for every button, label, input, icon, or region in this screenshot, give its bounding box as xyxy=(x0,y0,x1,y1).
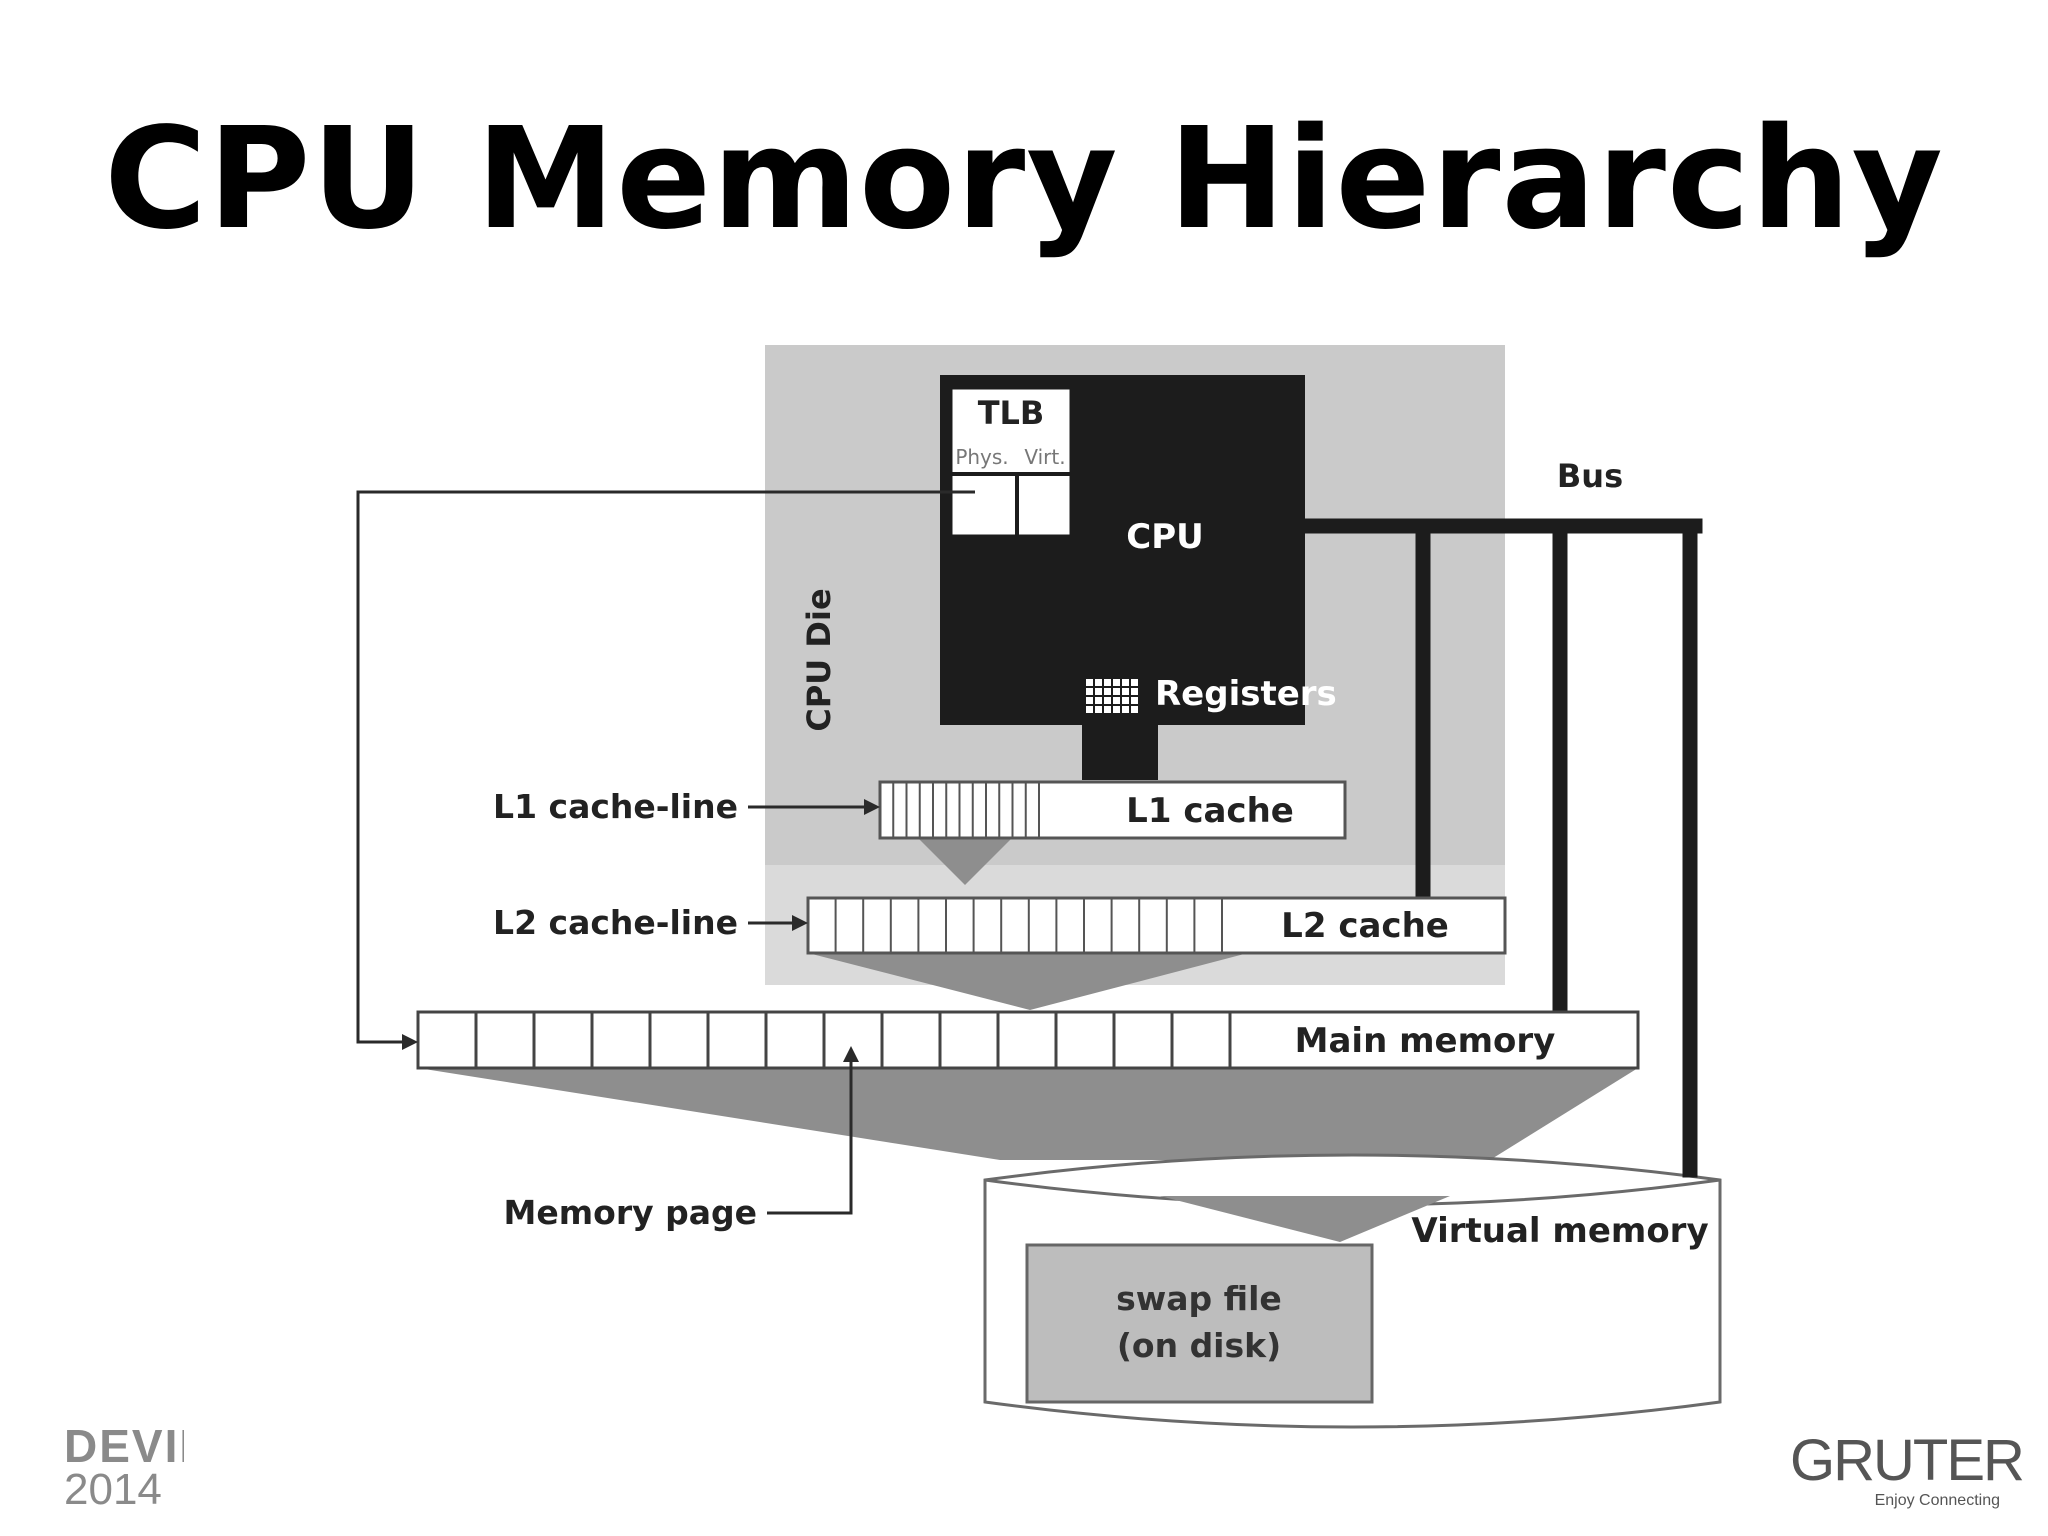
l2-cache-line-cells xyxy=(834,898,1223,953)
register-cell xyxy=(1122,679,1129,686)
company-logo: GRUTER Enjoy Connecting xyxy=(1790,1428,2025,1510)
l2-cache-label: L2 cache xyxy=(1281,906,1449,946)
register-cell xyxy=(1095,688,1102,695)
register-cell xyxy=(1104,697,1111,704)
swap-file-box xyxy=(1025,1243,1374,1404)
register-cell xyxy=(1086,688,1093,695)
register-cell xyxy=(1095,679,1102,686)
cpu-to-l1-connector xyxy=(1082,723,1158,780)
registers-label: Registers xyxy=(1155,674,1337,714)
l1-cache-bar xyxy=(878,780,1347,840)
register-cell xyxy=(1113,679,1120,686)
swap-file-label-line2: (on disk) xyxy=(1117,1326,1281,1365)
l2-cache-bar xyxy=(806,896,1507,955)
virtual-funnel-tip xyxy=(1160,1196,1450,1242)
arrowheads xyxy=(402,799,880,1062)
register-cell xyxy=(1086,697,1093,704)
virtual-memory-label: Virtual memory xyxy=(1411,1211,1708,1251)
register-cell xyxy=(1122,697,1129,704)
register-cell xyxy=(1104,688,1111,695)
tlb-phys-label: Phys. xyxy=(955,445,1008,469)
tlb-box xyxy=(949,386,1073,538)
company-tagline: Enjoy Connecting xyxy=(1874,1492,2000,1509)
register-cell xyxy=(1095,706,1102,713)
swap-file-label-line1: swap file xyxy=(1116,1279,1282,1318)
register-cell xyxy=(1104,679,1111,686)
register-cell xyxy=(1131,688,1138,695)
company-logo-name: GRUTER xyxy=(1790,1428,2025,1493)
bus-lines xyxy=(1295,518,1703,1178)
main-to-virtual-funnel xyxy=(418,1068,1638,1160)
l2-to-main-funnel xyxy=(808,953,1248,1010)
cpu-die-label: CPU Die xyxy=(800,588,838,731)
conference-logo-year: 2014 xyxy=(64,1464,162,1511)
cpu-label: CPU xyxy=(1126,517,1203,557)
l1-cache-label: L1 cache xyxy=(1126,791,1294,831)
register-cell xyxy=(1104,706,1111,713)
register-cell xyxy=(1095,697,1102,704)
pointer-arrows xyxy=(356,490,975,1215)
l2-cache-line-label: L2 cache-line xyxy=(493,903,738,942)
register-cell xyxy=(1113,697,1120,704)
slide-title: CPU Memory Hierarchy xyxy=(104,98,1944,261)
register-cell xyxy=(1131,697,1138,704)
l1-cache-line-label: L1 cache-line xyxy=(493,787,738,826)
l1-cache-line-cells xyxy=(892,782,1040,838)
register-cell xyxy=(1131,706,1138,713)
conference-logo: DEVIEW 2014 xyxy=(64,1425,184,1510)
tlb-label: TLB xyxy=(978,394,1045,432)
main-memory-pages xyxy=(474,1012,1232,1068)
register-cell xyxy=(1122,688,1129,695)
register-cell xyxy=(1086,679,1093,686)
conference-logo-name: DEVIEW xyxy=(64,1425,184,1472)
register-cell xyxy=(1113,688,1120,695)
main-memory-bar xyxy=(416,1010,1640,1070)
l1-to-l2-funnel xyxy=(918,838,1012,885)
register-cell xyxy=(1113,706,1120,713)
tlb-to-main-memory-arrow xyxy=(356,490,975,1044)
register-cell xyxy=(1122,706,1129,713)
register-cell xyxy=(1086,706,1093,713)
register-cell xyxy=(1131,679,1138,686)
main-memory-label: Main memory xyxy=(1295,1021,1556,1061)
bus-label: Bus xyxy=(1557,457,1623,495)
tlb-virt-label: Virt. xyxy=(1024,445,1065,469)
memory-page-arrow xyxy=(767,1058,853,1215)
memory-page-label: Memory page xyxy=(504,1193,757,1232)
registers-grid-icon xyxy=(1086,679,1138,713)
